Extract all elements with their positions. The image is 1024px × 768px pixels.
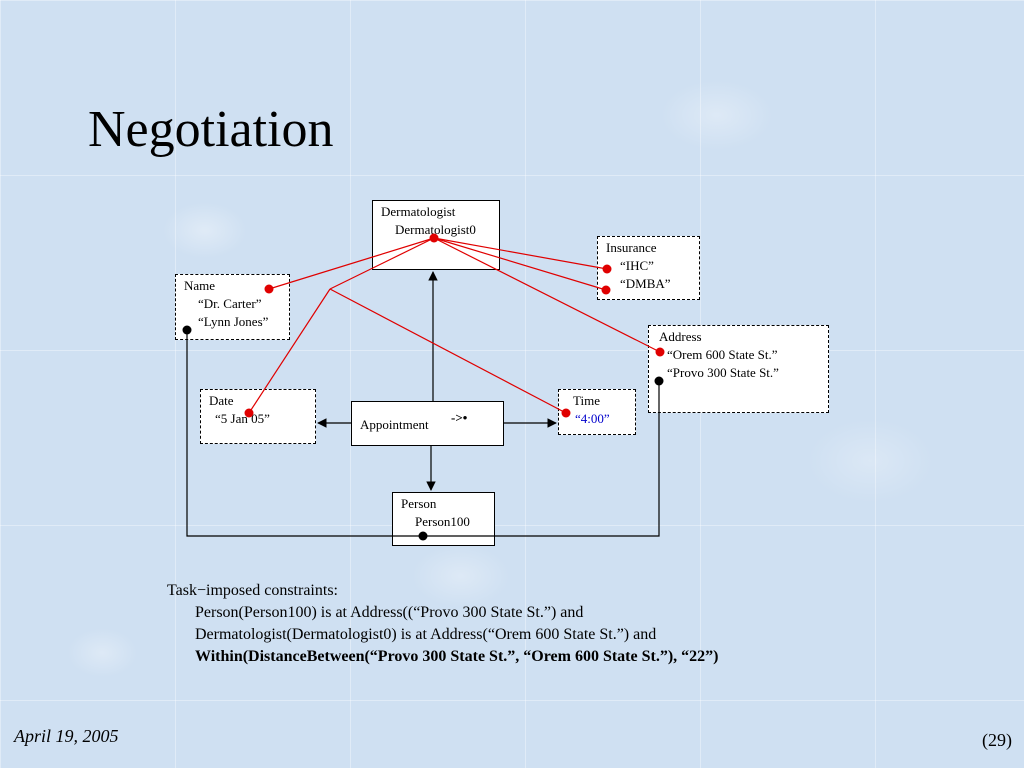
insurance-box: Insurance “IHC” “DMBA” [597, 236, 700, 300]
derm-to-name-link [268, 237, 435, 290]
derm-to-split-link [329, 237, 435, 290]
address-value-orem: “Orem 600 State St.” [667, 347, 778, 362]
appointment-label: Appointment [360, 417, 429, 432]
split-to-date-link [248, 288, 331, 414]
name-type-label: Name [184, 278, 216, 293]
dermatologist-value: Dermatologist0 [395, 222, 476, 237]
time-type-label: Time [573, 393, 600, 408]
insurance-value-dmba: “DMBA” [620, 276, 671, 291]
person-dot [418, 531, 428, 541]
slide-title: Negotiation [88, 101, 334, 158]
name-box: Name “Dr. Carter” “Lynn Jones” [175, 274, 290, 340]
name-dr-carter-dot [264, 284, 274, 294]
person-box: Person Person100 [392, 492, 495, 546]
appointment-operator: ->• [451, 410, 468, 425]
person-name-address-link [186, 330, 660, 537]
constraints-heading: Task−imposed constraints: [167, 582, 338, 599]
insurance-value-ihc: “IHC” [620, 258, 654, 273]
person-value: Person100 [415, 514, 470, 529]
name-value-dr-carter: “Dr. Carter” [198, 296, 262, 311]
insurance-ihc-dot [602, 264, 612, 274]
footer-date: April 19, 2005 [14, 726, 119, 746]
date-value: “5 Jan 05” [215, 411, 270, 426]
dermatologist-type-label: Dermatologist [381, 204, 456, 219]
appointment-box: Appointment [351, 401, 504, 446]
constraint-line-1: Person(Person100) is at Address((“Provo … [195, 604, 584, 621]
derm-dot [429, 233, 439, 243]
date-dot [244, 408, 254, 418]
insurance-type-label: Insurance [606, 240, 657, 255]
derm-to-insurance-dmba-link [433, 237, 607, 291]
time-dot [561, 408, 571, 418]
derm-to-address-link [433, 237, 661, 353]
address-provo-dot [654, 376, 664, 386]
person-type-label: Person [401, 496, 437, 511]
address-type-label: Address [659, 329, 702, 344]
time-box: Time “4:00” [558, 389, 636, 435]
name-value-lynn-jones: “Lynn Jones” [198, 314, 269, 329]
address-orem-dot [655, 347, 665, 357]
address-value-provo: “Provo 300 State St.” [667, 365, 779, 380]
split-to-time-link [329, 288, 567, 414]
time-value: “4:00” [575, 411, 610, 426]
page-number: (29) [982, 730, 1012, 750]
name-lynn-jones-dot [182, 325, 192, 335]
insurance-dmba-dot [601, 285, 611, 295]
constraint-line-3: Within(DistanceBetween(“Provo 300 State … [195, 648, 719, 665]
address-box: Address “Orem 600 State St.” “Provo 300 … [648, 325, 829, 413]
constraint-line-2: Dermatologist(Dermatologist0) is at Addr… [195, 626, 657, 643]
task-constraints: Task−imposed constraints: Person(Person1… [167, 580, 719, 668]
date-type-label: Date [209, 393, 234, 408]
derm-to-insurance-ihc-link [433, 237, 608, 270]
